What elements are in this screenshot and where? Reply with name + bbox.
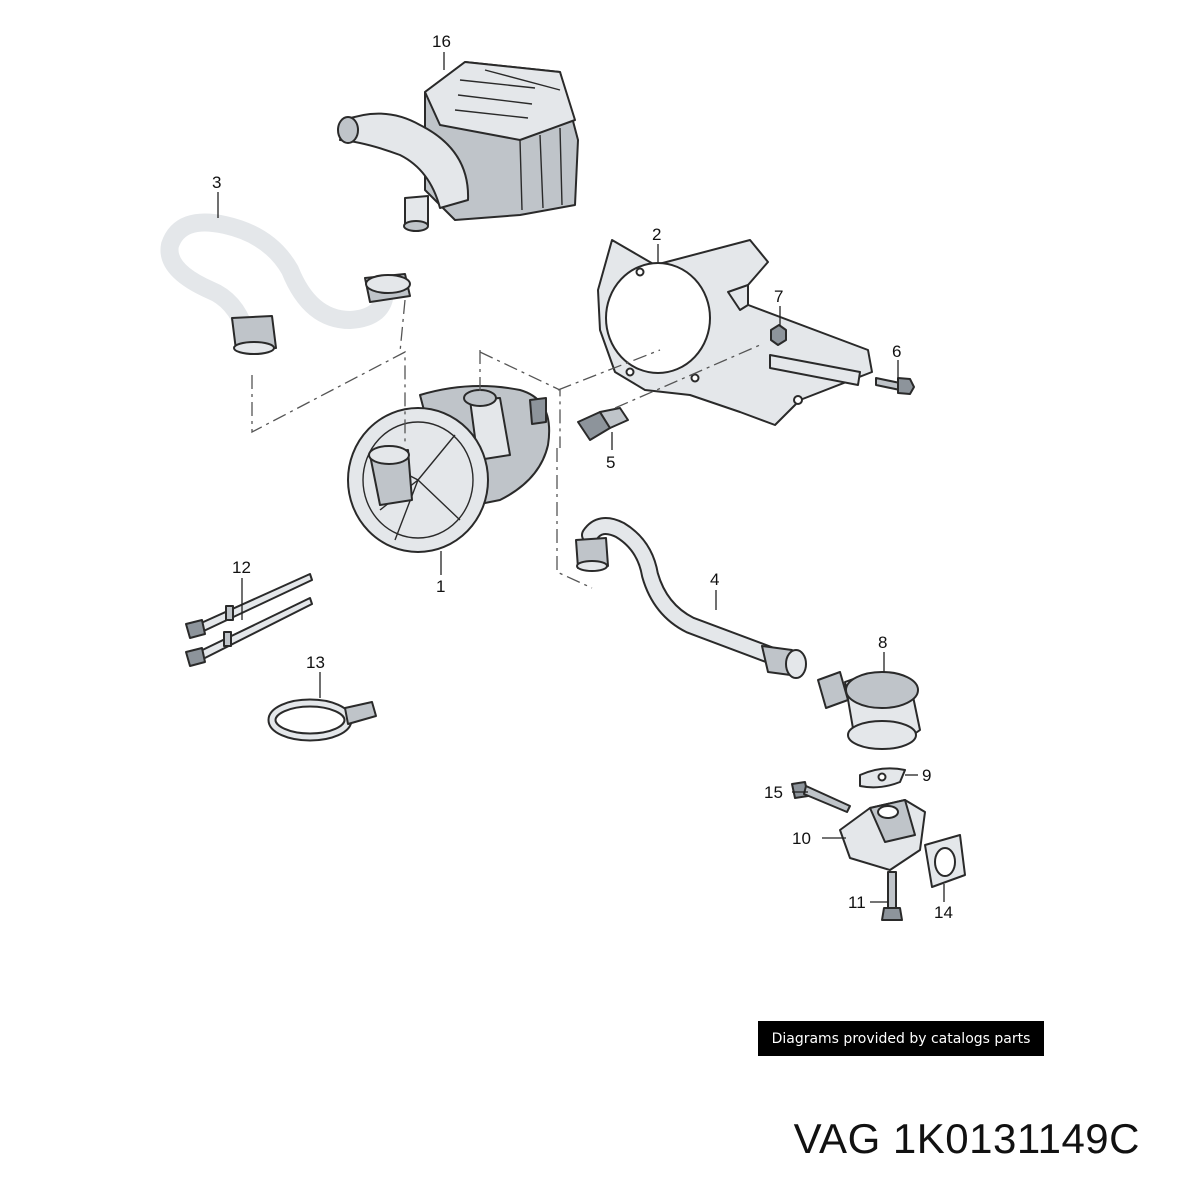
callout-labels: 16 3 2 7 6 5 1 12 4 8 13 9 15 10 11 14 <box>212 32 953 922</box>
air-pump-1 <box>347 385 551 553</box>
gasket-14 <box>924 834 966 888</box>
bolt-15 <box>791 781 851 813</box>
flange-10 <box>839 799 926 871</box>
gasket-9 <box>859 767 906 789</box>
callout-7: 7 <box>774 287 783 306</box>
callout-9: 9 <box>922 766 931 785</box>
callout-1: 1 <box>436 577 445 596</box>
valve-8 <box>817 671 921 750</box>
nut-7 <box>770 324 787 346</box>
bolt-11 <box>881 871 903 921</box>
callout-12: 12 <box>232 558 251 577</box>
callout-6: 6 <box>892 342 901 361</box>
callout-13: 13 <box>306 653 325 672</box>
hose-4 <box>575 517 807 679</box>
callout-16: 16 <box>432 32 451 51</box>
callout-10: 10 <box>792 829 811 848</box>
callout-11: 11 <box>848 893 866 912</box>
callout-8: 8 <box>878 633 887 652</box>
bolt-6 <box>875 377 915 395</box>
leader-lines <box>217 52 945 903</box>
callout-15: 15 <box>764 783 783 802</box>
air-filter-housing <box>337 61 579 232</box>
callout-5: 5 <box>606 453 615 472</box>
connector-5 <box>577 407 629 441</box>
callout-2: 2 <box>652 225 661 244</box>
bracket-2 <box>597 239 873 426</box>
credit-text: Diagrams provided by catalogs parts <box>771 1030 1031 1047</box>
part-number-title: VAG 1K0131149C <box>793 1115 1140 1162</box>
credit-banner: Diagrams provided by catalogs parts <box>758 1021 1044 1056</box>
assembly-lines <box>251 299 761 589</box>
callout-3: 3 <box>212 173 221 192</box>
clamp-13 <box>267 698 377 742</box>
hose-3 <box>160 213 411 355</box>
callout-14: 14 <box>934 903 953 922</box>
callout-4: 4 <box>710 570 719 589</box>
cable-ties-12 <box>185 573 313 667</box>
